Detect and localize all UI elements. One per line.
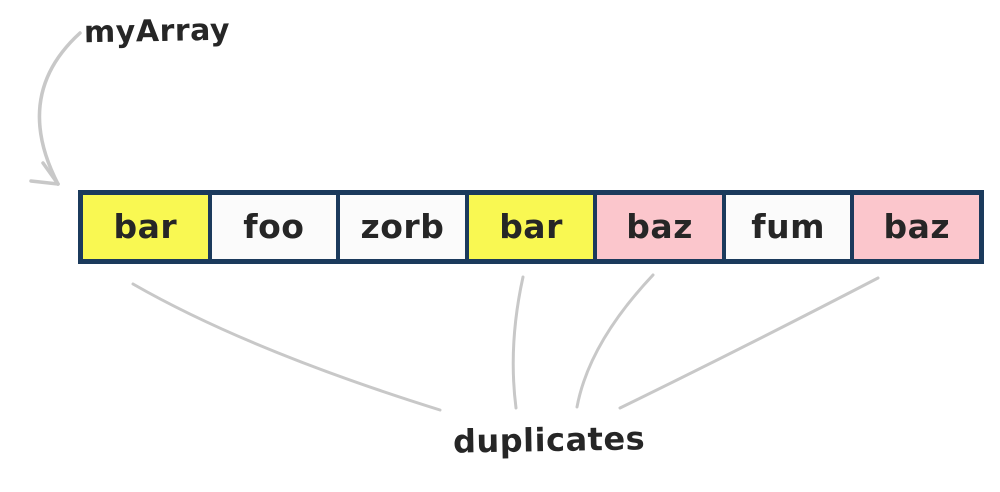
duplicate-connector-line-4 bbox=[618, 276, 880, 410]
cell-value: foo bbox=[243, 206, 305, 246]
array-variable-label: myArray bbox=[83, 12, 231, 51]
duplicates-label: duplicates bbox=[452, 419, 646, 461]
array-cell: baz bbox=[597, 195, 722, 259]
array-cell: foo bbox=[211, 195, 337, 259]
cell-value: baz bbox=[626, 206, 693, 246]
cell-value: zorb bbox=[360, 206, 445, 246]
cell-value: fum bbox=[751, 206, 826, 246]
duplicate-connector-line-1 bbox=[131, 282, 442, 412]
array: bar foo zorb bar baz fum baz bbox=[78, 190, 984, 264]
array-cell: baz bbox=[854, 195, 980, 259]
cell-value: baz bbox=[883, 206, 951, 246]
cell-value: bar bbox=[499, 206, 563, 246]
array-pointer-arrow-icon bbox=[29, 31, 82, 186]
duplicate-connector-line-3 bbox=[575, 273, 655, 409]
duplicate-connector-line-2 bbox=[511, 275, 525, 410]
cell-value: bar bbox=[113, 206, 178, 246]
array-cell: bar bbox=[83, 195, 208, 259]
array-cell: bar bbox=[468, 195, 594, 259]
array-cell: zorb bbox=[340, 195, 465, 259]
array-cell: fum bbox=[725, 195, 851, 259]
